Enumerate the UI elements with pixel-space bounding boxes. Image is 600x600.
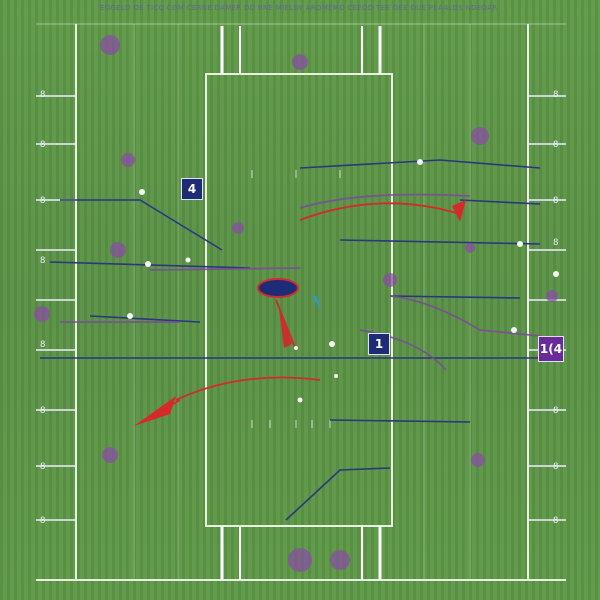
center-hash-marks (251, 170, 341, 428)
red-flag-left (134, 396, 176, 426)
side-number-right-2: 8 (553, 140, 559, 150)
side-number-right-1: 8 (553, 90, 559, 100)
blue-accent (312, 296, 322, 312)
side-number-left-4: 8 (40, 256, 46, 266)
yard-ticks (36, 95, 566, 521)
red-flag-right (452, 200, 466, 222)
red-flag-center (278, 302, 292, 348)
side-number-left-2: 8 (40, 140, 46, 150)
side-number-left-7: 8 (40, 462, 46, 472)
caption-text: EOGELD OE TICQ CGM CERNE DAMER DD BNE MI… (100, 4, 498, 12)
side-number-right-7: 8 (553, 516, 559, 526)
side-number-right-3: 8 (553, 196, 559, 206)
center-logo (257, 278, 299, 298)
side-number-left-3: 8 (40, 196, 46, 206)
purple-routes (60, 193, 541, 371)
player-blobs (34, 35, 558, 572)
side-number-left-6: 8 (40, 406, 46, 416)
side-number-right-6: 8 (553, 462, 559, 472)
ball-dots (127, 159, 559, 403)
inner-box (205, 73, 393, 527)
side-number-right-4: 8 (553, 238, 559, 248)
side-number-right-5: 8 (553, 406, 559, 416)
navy-routes (40, 159, 541, 521)
side-number-left-8: 8 (40, 516, 46, 526)
side-number-left-5: 8 (40, 340, 46, 350)
number-box-right-purple: 1(4 (538, 336, 564, 362)
side-number-left-1: 8 (40, 90, 46, 100)
number-box-mid-right: 1 (368, 333, 390, 355)
red-routes (137, 202, 461, 425)
number-box-top-left: 4 (181, 178, 203, 200)
